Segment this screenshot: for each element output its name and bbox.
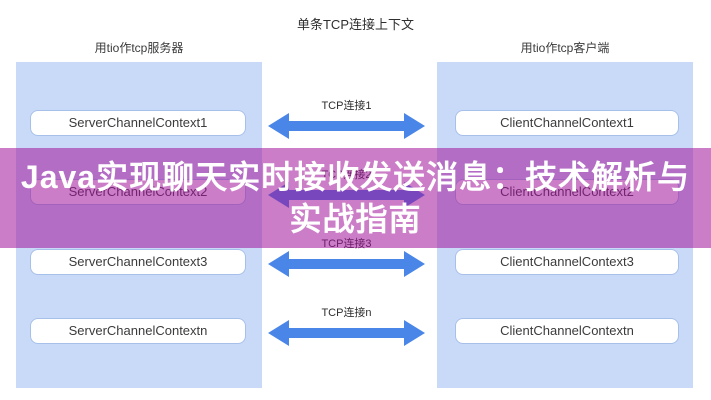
banner-title-line1: Java实现聊天实时接收发送消息：技术解析与 <box>20 159 691 195</box>
server-node-n: ServerChannelContextn <box>30 318 246 344</box>
arrow-left-head-icon <box>268 320 289 346</box>
client-node-n: ClientChannelContextn <box>455 318 679 344</box>
arrow-left-head-icon <box>268 113 289 139</box>
client-node-3: ClientChannelContext3 <box>455 249 679 275</box>
arrow-bar <box>283 259 410 269</box>
connection-label-n: TCP连接n <box>321 307 372 319</box>
arrow-bar <box>283 328 410 338</box>
client-node-1: ClientChannelContext1 <box>455 110 679 136</box>
server-node-1: ServerChannelContext1 <box>30 110 246 136</box>
diagram-title: 单条TCP连接上下文 <box>296 17 414 32</box>
connection-label-1: TCP连接1 <box>321 100 372 112</box>
server-node-3: ServerChannelContext3 <box>30 249 246 275</box>
banner-title-line2: 实战指南 <box>289 201 422 237</box>
double-arrow-3 <box>268 251 425 277</box>
title-banner: Java实现聊天实时接收发送消息：技术解析与 实战指南 <box>0 148 711 248</box>
arrow-bar <box>283 121 410 131</box>
arrow-left-head-icon <box>268 251 289 277</box>
client-group-label: 用tio作tcp客户端 <box>520 41 610 55</box>
arrow-right-head-icon <box>404 113 425 139</box>
arrow-right-head-icon <box>404 251 425 277</box>
double-arrow-1 <box>268 113 425 139</box>
arrow-right-head-icon <box>404 320 425 346</box>
server-group-label: 用tio作tcp服务器 <box>94 41 184 55</box>
double-arrow-n <box>268 320 425 346</box>
